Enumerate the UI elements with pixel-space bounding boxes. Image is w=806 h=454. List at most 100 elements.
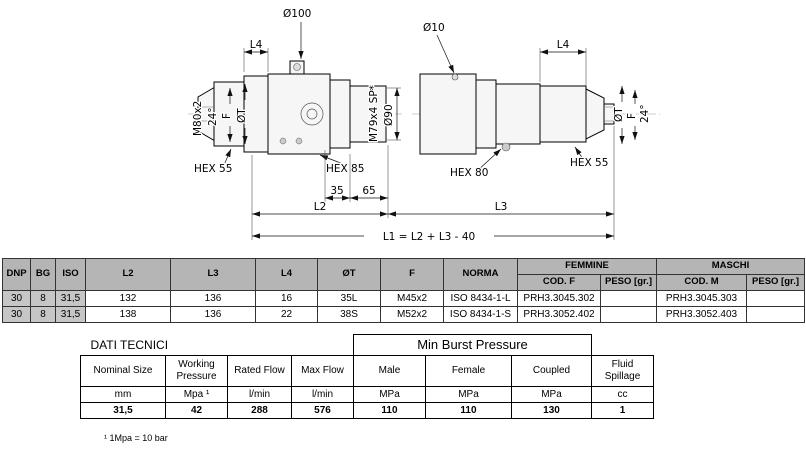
tech-value-cell: 288 [227,402,292,419]
dim-label-ot-right: ØT [613,107,625,122]
dim-label-l2: L2 [314,201,327,213]
female-coupling-body [197,60,387,155]
dim-label-l4-right: L4 [557,39,570,51]
tech-header-cell: Nominal Size [80,355,166,387]
data-cell: 138 [85,306,171,323]
dim-label-hex85: HEX 85 [326,163,364,175]
dim-label-hex80: HEX 80 [450,167,488,179]
tech-header-cell: Male [353,355,426,387]
dim-label-angle-left: 24° [207,107,219,126]
data-cell: PRH3.3045.302 [517,290,601,307]
header-cell: L3 [170,258,256,291]
dim-label-f-left: F [221,113,233,119]
dim-label-dia100: Ø100 [283,8,311,20]
tech-value-cell: 110 [425,402,512,419]
table-row: 30 8 31,5 138 136 22 38S M52x2 ISO 8434-… [2,306,806,323]
header-cell: DNP [2,258,31,291]
dim-label-dia10: Ø10 [423,22,445,34]
header-cell: BG [30,258,56,291]
tech-header-cell: Coupled [511,355,592,387]
tech-unit-cell: MPa [425,386,512,403]
data-cell [600,306,657,323]
burst-pressure-header: Min Burst Pressure [353,334,592,356]
tech-header-cell: Working Pressure [165,355,228,387]
table-row: 30 8 31,5 132 136 16 35L M45x2 ISO 8434-… [2,290,806,307]
tech-unit-cell: l/min [227,386,292,403]
data-cell: ISO 8434-1-L [443,290,518,307]
data-cell: 31,5 [55,306,86,323]
technical-data-table: DATI TECNICI Min Burst Pressure Nominal … [80,334,654,419]
data-cell: PRH3.3052.403 [656,306,747,323]
dim-label-m79x4: M79x4 SP* [368,85,380,142]
header-cell: COD. M [656,274,747,291]
data-cell: M52x2 [380,306,444,323]
header-cell: ØT [317,258,381,291]
data-cell: 16 [255,290,318,307]
data-cell: M45x2 [380,290,444,307]
header-cell: L4 [255,258,318,291]
data-cell: 136 [170,306,256,323]
data-cell: 30 [2,306,31,323]
technical-drawing: Ø100 L4 M80x2 24° F ØT M79x4 SP* Ø90 HEX… [188,7,660,244]
header-cell: F [380,258,444,291]
tech-unit-cell: l/min [291,386,354,403]
header-cell: COD. F [517,274,601,291]
tech-header-cell: Female [425,355,512,387]
footnote: ¹ 1Mpa = 10 bar [104,433,168,443]
tech-header-cell: Fluid Spillage [591,355,654,387]
data-cell [745,306,806,323]
header-cell: PESO [gr.] [600,274,657,291]
tech-value-cell: 1 [591,402,654,419]
tech-value-cell: 110 [353,402,426,419]
dim-label-dia90: Ø90 [383,104,395,126]
tech-unit-cell: Mpa ¹ [165,386,228,403]
dim-label-ot-left: ØT [236,108,248,123]
technical-data-section: DATI TECNICI Min Burst Pressure Nominal … [80,334,654,419]
tech-value-cell: 31,5 [80,402,166,419]
data-cell [600,290,657,307]
data-cell: 35L [317,290,381,307]
data-cell: 136 [170,290,256,307]
data-cell: 132 [85,290,171,307]
dim-label-f-right: F [626,113,638,119]
group-header-femmine: FEMMINE [517,258,657,275]
dim-label-hex55-right: HEX 55 [570,157,608,169]
tech-value-cell: 130 [511,402,592,419]
data-cell: PRH3.3045.303 [656,290,747,307]
section-title: DATI TECNICI [90,337,169,352]
data-cell [745,290,806,307]
data-cell: 30 [2,290,31,307]
tech-unit-cell: cc [591,386,654,403]
tech-header-cell: Max Flow [291,355,354,387]
data-cell: 8 [30,290,56,307]
data-cell: 8 [30,306,56,323]
data-cell: PRH3.3052.402 [517,306,601,323]
total-length-dimension: L1 = L2 + L3 - 40 [252,230,614,244]
tech-value-cell: 42 [165,402,228,419]
dim-label-l1-formula: L1 = L2 + L3 - 40 [383,231,475,243]
data-cell: 22 [255,306,318,323]
header-cell: ISO [55,258,86,291]
header-cell: L2 [85,258,171,291]
dim-label-angle-right: 24° [639,104,651,123]
header-cell: NORMA [443,258,518,291]
tech-unit-cell: MPa [511,386,592,403]
dimensions-table: DNP BG ISO L2 L3 L4 ØT F NORMA FEMMINE M… [2,258,806,323]
dim-label-l4-left: L4 [250,39,263,51]
dim-label-65: 65 [362,185,375,197]
spacer-cell [592,335,654,356]
dim-label-35: 35 [330,185,343,197]
female-coupling-figure: Ø100 L4 M80x2 24° F ØT M79x4 SP* Ø90 HEX… [188,7,402,240]
header-cell: PESO [gr.] [745,274,806,291]
male-coupling-figure: Ø10 L4 ØT F 24° HEX 80 HEX 55 L3 [388,21,660,240]
data-cell: 31,5 [55,290,86,307]
data-cell: 38S [317,306,381,323]
tech-unit-cell: MPa [353,386,426,403]
tech-header-cell: Rated Flow [227,355,292,387]
female-dimension-lines [223,22,401,240]
male-coupling-body [419,73,615,155]
dim-label-m80x2: M80x2 [192,101,204,136]
data-cell: ISO 8434-1-S [443,306,518,323]
male-dimension-lines [388,34,638,240]
